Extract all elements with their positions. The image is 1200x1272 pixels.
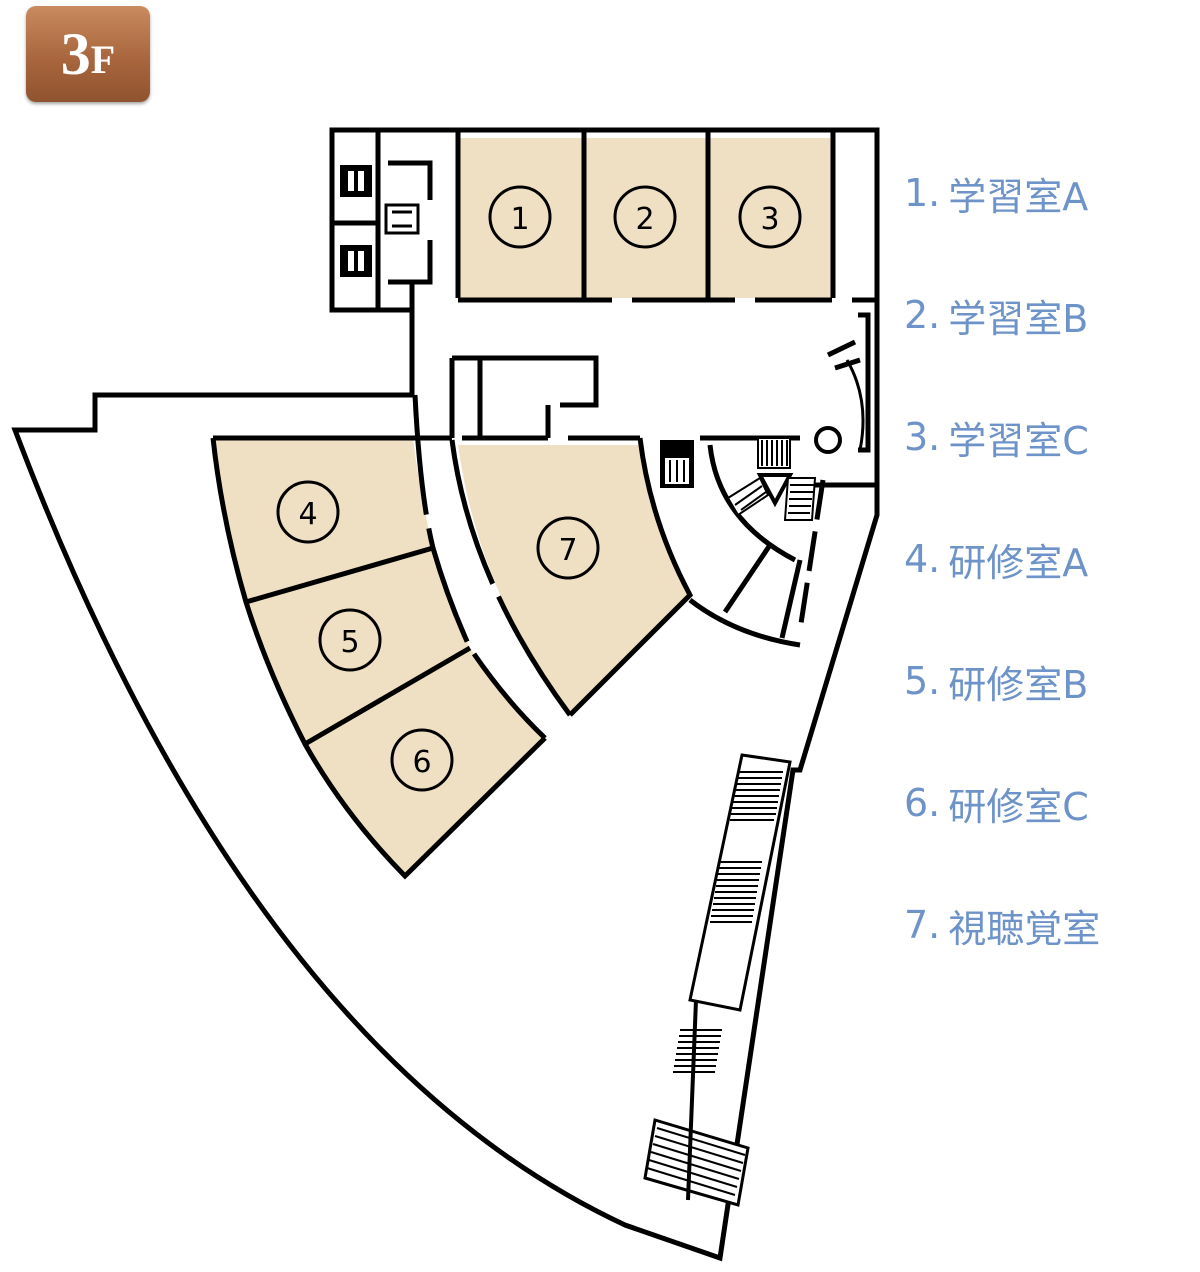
legend-index: 2.: [904, 293, 941, 337]
room-marker-number: 1: [510, 202, 529, 237]
legend-index: 5.: [904, 659, 941, 703]
room-6-area[interactable]: [305, 648, 545, 876]
room-marker-circle: [613, 185, 677, 249]
room-marker-circle: [536, 516, 600, 580]
legend-item-4: 4.研修室A: [904, 498, 1100, 620]
legend-label: 学習室A: [948, 174, 1089, 219]
room-marker-circle: [276, 480, 340, 544]
room-4-area[interactable]: [213, 438, 433, 602]
toilet-icon: [660, 440, 694, 488]
escalator-icon: [643, 753, 792, 1207]
room-5-area[interactable]: [246, 548, 470, 744]
room-marker-5[interactable]: 5: [318, 608, 382, 672]
legend-label: 学習室C: [948, 418, 1089, 463]
room-2-area[interactable]: [586, 138, 707, 298]
room-marker-4[interactable]: 4: [276, 480, 340, 544]
room-marker-3[interactable]: 3: [738, 185, 802, 249]
room-marker-circle: [318, 608, 382, 672]
legend-index: 1.: [904, 171, 941, 215]
room-marker-circle: [390, 728, 454, 792]
legend-item-2: 2.学習室B: [904, 254, 1100, 376]
room-fills: [213, 138, 832, 876]
legend-index: 7.: [904, 903, 941, 947]
room-marker-number: 4: [298, 497, 317, 532]
legend-item-1: 1.学習室A: [904, 132, 1100, 254]
room-marker-number: 2: [635, 202, 654, 237]
room-marker-circle: [738, 185, 802, 249]
room-3-area[interactable]: [710, 138, 832, 298]
legend-index: 4.: [904, 537, 941, 581]
legend-item-6: 6.研修室C: [904, 742, 1100, 864]
room-7-area[interactable]: [458, 445, 690, 715]
legend-index: 3.: [904, 415, 941, 459]
elevator-icon: [384, 203, 420, 235]
legend-item-3: 3.学習室C: [904, 376, 1100, 498]
floor-unit: F: [90, 37, 116, 82]
legend-index: 6.: [904, 781, 941, 825]
legend-label: 学習室B: [948, 296, 1089, 341]
legend-label: 視聴覚室: [948, 906, 1101, 951]
room-marker-number: 5: [340, 625, 359, 660]
room-1-area[interactable]: [458, 138, 583, 298]
room-marker-number: 6: [412, 745, 431, 780]
room-marker-7[interactable]: 7: [536, 516, 600, 580]
stairs-icon: [726, 437, 817, 521]
legend-label: 研修室B: [948, 662, 1089, 707]
restroom-icon: [340, 165, 372, 277]
room-marker-6[interactable]: 6: [390, 728, 454, 792]
legend-item-7: 7.視聴覚室: [904, 864, 1100, 986]
floor-number: 3: [60, 21, 91, 87]
room-marker-circle: [488, 185, 552, 249]
legend-item-5: 5.研修室B: [904, 620, 1100, 742]
room-marker-1[interactable]: 1: [488, 185, 552, 249]
legend-label: 研修室C: [948, 784, 1089, 829]
room-markers: 1 2 3 4 5 6 7: [276, 185, 802, 792]
room-marker-2[interactable]: 2: [613, 185, 677, 249]
room-marker-number: 7: [558, 533, 577, 568]
floor-badge: 3 F: [26, 6, 150, 102]
legend-label: 研修室A: [948, 540, 1089, 585]
column-icon: [814, 426, 842, 454]
room-marker-number: 3: [760, 202, 779, 237]
